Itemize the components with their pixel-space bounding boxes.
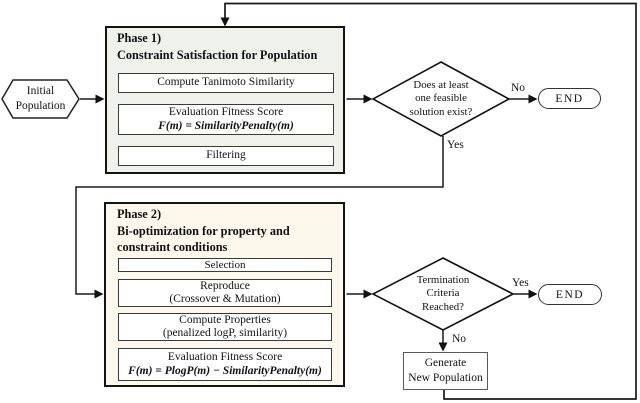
decision2-yes-label: Yes [512, 277, 529, 289]
decision1-yes-label: Yes [447, 139, 464, 151]
decision2-label: Termination Criteria Reached? [416, 274, 470, 313]
decision1-no-label: No [511, 82, 526, 94]
end-node-1: END [538, 88, 601, 109]
step-filtering: Filtering [118, 146, 334, 166]
step-compute-properties: Compute Properties (penalized logP, simi… [118, 313, 332, 341]
end-node-2: END [538, 284, 602, 305]
decision2-no-label: No [452, 333, 467, 345]
step-compute-tanimoto-similarity: Compute Tanimoto Similarity [118, 73, 334, 93]
initial-population-hexagon [1, 79, 80, 119]
step-reproduce: Reproduce (Crossover & Mutation) [118, 279, 332, 307]
step-selection: Selection [118, 258, 332, 272]
step-evaluation-fitness-score-p2: Evaluation Fitness Score F(m) = PlogP(m)… [118, 348, 332, 381]
step-evaluation-fitness-score-p1: Evaluation Fitness Score F(m) = Similari… [118, 104, 334, 135]
phase2-title: Phase 2) Bi-optimization for property an… [117, 207, 290, 254]
connector-loop-to-phase1 [220, 2, 637, 400]
initial-population-label: Initial Population [15, 85, 66, 112]
decision1-diamond [371, 61, 511, 137]
generate-new-population-box: Generate New Population [403, 352, 488, 390]
decision1-label: Does at least one feasible solution exis… [409, 79, 473, 118]
decision2-diamond [371, 257, 515, 331]
connector-decision1-yes-to-phase2 [75, 136, 444, 299]
phase1-title: Phase 1) Constraint Satisfaction for Pop… [117, 31, 318, 62]
